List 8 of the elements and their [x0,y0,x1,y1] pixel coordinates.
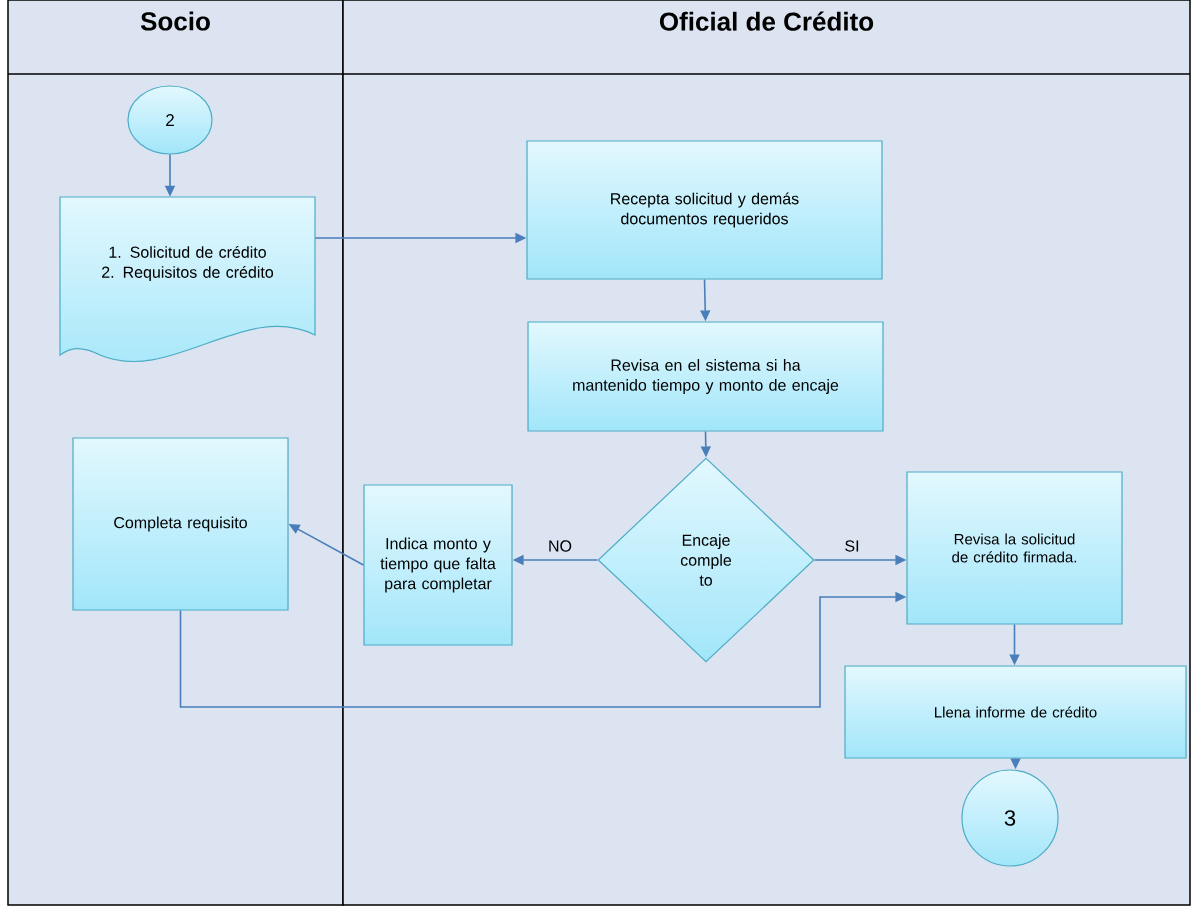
process-box: Llena informe de crédito [844,665,1187,759]
process-box: Indica monto y tiempo que falta para completar [363,484,513,646]
process-box: Revisa en el sistema si ha mantenido tiempo y monto de encaje [527,321,884,432]
edge-label: NO [546,538,574,554]
edge-label: SI [842,538,862,554]
process-box: Completa requisito [72,437,289,611]
process-box: Revisa la solicitud de crédito firmada. [906,471,1123,625]
process-box: Recepta solicitud y demás documentos requeridos [526,140,883,280]
